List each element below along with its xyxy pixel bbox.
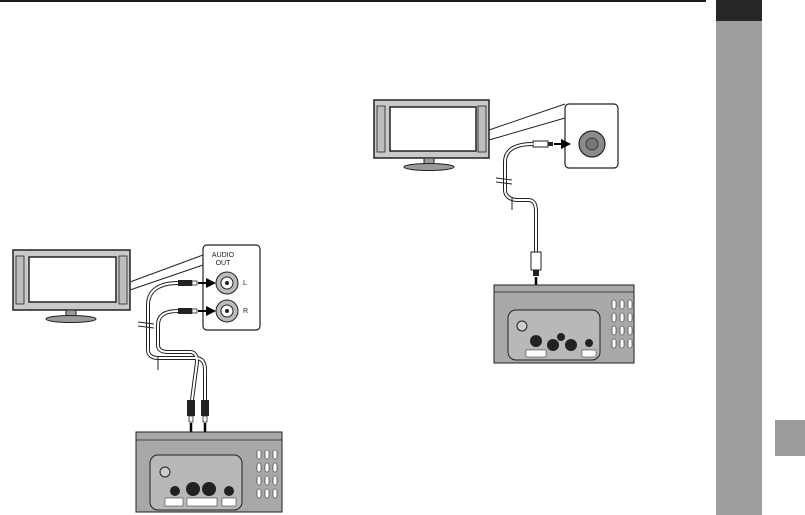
cable-icon [148, 283, 205, 400]
audio-out-panel: AUDIO OUT L R [203, 245, 260, 330]
screw-icon [160, 467, 170, 477]
main-unit-rear-panel-left [136, 432, 282, 512]
tv-icon [374, 100, 489, 171]
right-diagram [374, 100, 634, 363]
screw-icon [517, 321, 527, 331]
audio-out-title-line2: OUT [216, 260, 232, 267]
audio-out-right-label: R [243, 308, 248, 315]
audio-out-title-line1: AUDIO [212, 252, 235, 259]
left-diagram: AUDIO OUT L R [13, 245, 282, 512]
cable-icon [505, 144, 536, 252]
audio-out-left-label: L [243, 280, 247, 287]
jack-icon [565, 104, 618, 168]
main-unit-rear-panel-right [494, 285, 634, 363]
tv-icon [13, 250, 130, 323]
rca-plug-icon [178, 280, 197, 314]
rca-plug-icon [187, 400, 209, 422]
